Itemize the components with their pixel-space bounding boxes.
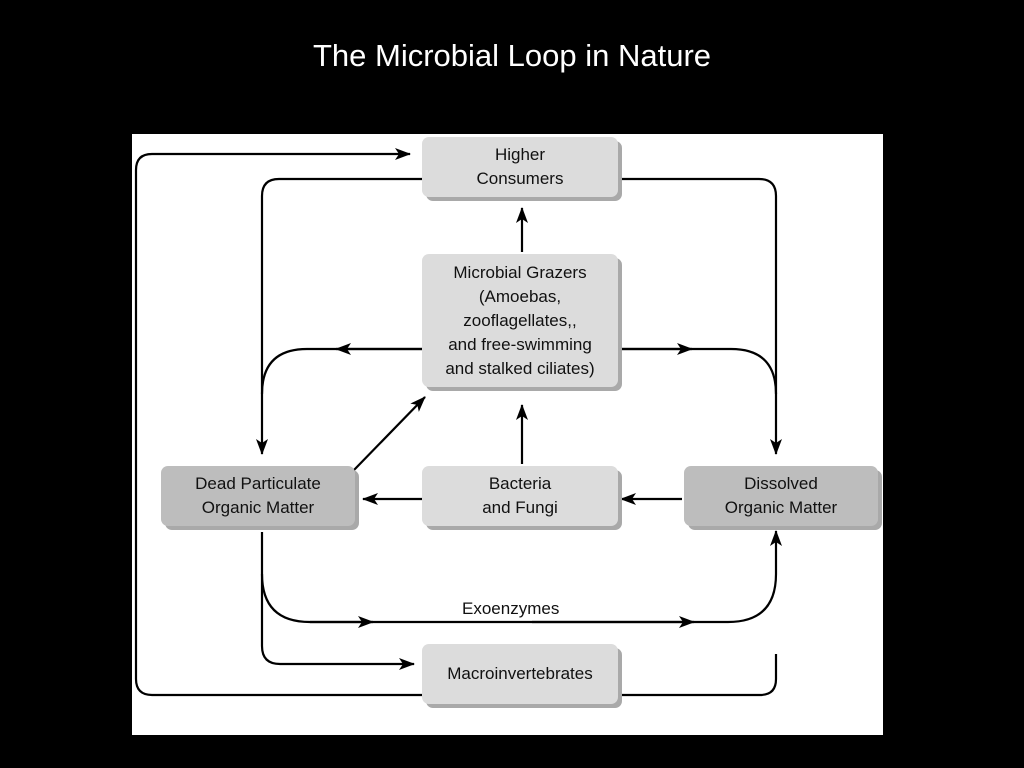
node-bacteria-and-fungi: Bacteria and Fungi [422,466,618,526]
arrow-dead-particulate-to-macroinvertebrates [260,532,415,670]
arrow-macroinvertebrates-to-higher-consumers [134,148,422,697]
diagram-arrows [134,148,782,697]
arrow-dead-particulate-to-grazers [353,396,426,471]
arrow-exoenzymes [260,530,782,624]
node-dissolved-organic-matter: Dissolved Organic Matter [684,466,878,526]
node-dead-particulate-organic-matter: Dead Particulate Organic Matter [161,466,355,526]
node-macroinvertebrates-label: Macroinvertebrates [447,664,593,683]
arrow-macroinvertebrates-to-dissolved [622,654,778,697]
node-higher-consumers: Higher Consumers [422,137,618,197]
arrow-grazers-to-dead-particulate [260,347,422,395]
arrow-higher-consumers-to-dead-particulate [256,177,422,455]
microbial-loop-diagram: Higher Consumers Microbial Grazers (Amoe… [132,134,883,735]
node-dead-particulate-label: Dead Particulate Organic Matter [195,474,321,517]
node-dissolved-organic-label: Dissolved Organic Matter [724,474,838,517]
node-bacteria-fungi-label: Bacteria and Fungi [482,474,558,517]
arrow-grazers-to-dissolved [622,347,778,395]
slide-title: The Microbial Loop in Nature [312,38,712,73]
node-microbial-grazers-label: Microbial Grazers (Amoebas, zooflagellat… [445,262,595,378]
edge-label-exoenzymes: Exoenzymes [462,599,560,618]
node-macroinvertebrates: Macroinvertebrates [422,644,618,704]
node-microbial-grazers: Microbial Grazers (Amoebas, zooflagellat… [422,254,618,387]
arrow-higher-consumers-to-dissolved [622,177,782,455]
node-higher-consumers-label: Higher Consumers [476,145,564,188]
